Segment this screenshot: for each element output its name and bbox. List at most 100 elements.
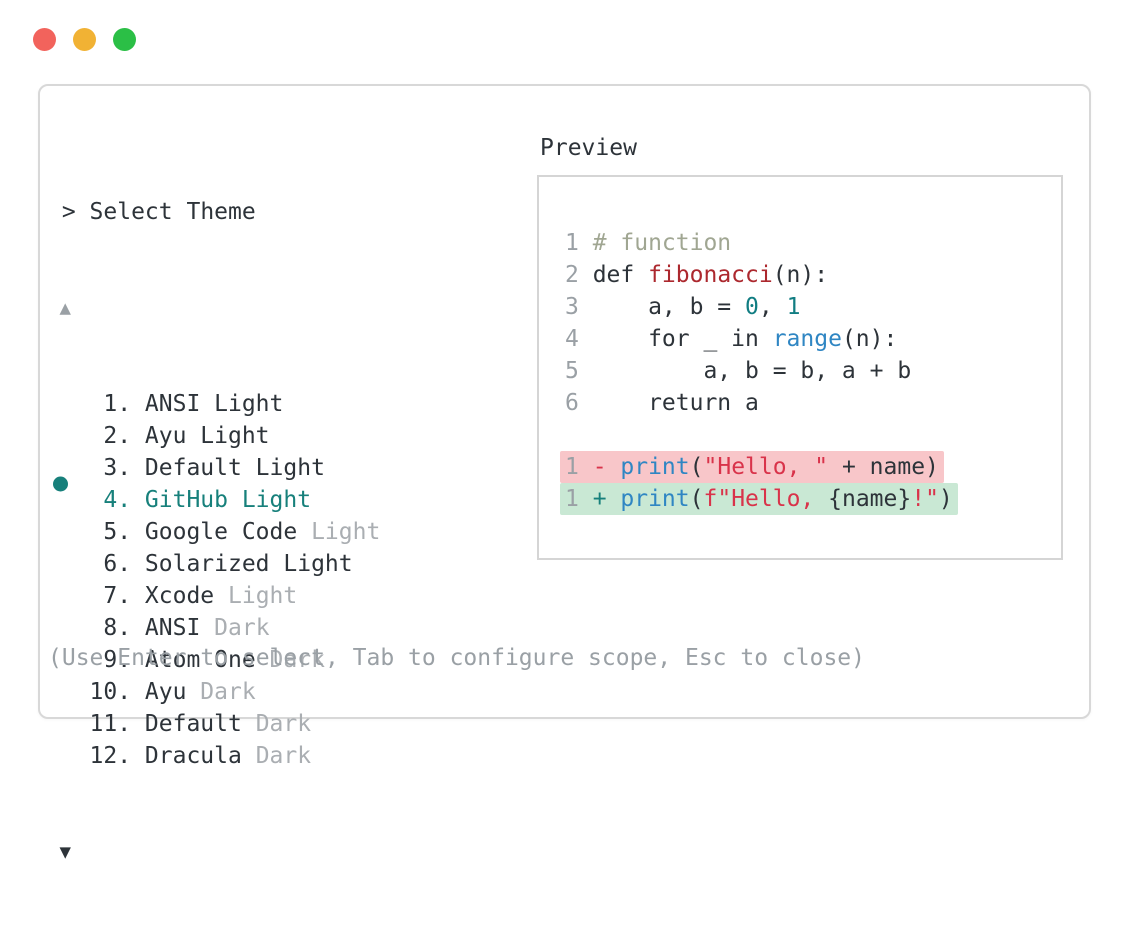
code-line: 1 # function (565, 227, 958, 259)
code-line: 4 for _ in range(n): (565, 323, 958, 355)
theme-list-item[interactable]: 6. Solarized Light (48, 548, 380, 580)
theme-list-item[interactable]: 1.ANSI Light (48, 388, 380, 420)
code-token: a, b = b, a + b (592, 358, 912, 384)
item-label: Google Code Light (145, 519, 380, 545)
item-label: Xcode Light (145, 583, 297, 609)
item-label-part: Atom One (144, 647, 270, 673)
code-line: 5 a, b = b, a + b (565, 355, 958, 387)
item-number: 4. (103, 487, 132, 513)
code-token: def (592, 262, 649, 288)
line-number: 1 (565, 454, 579, 480)
theme-list-item[interactable]: 5. Google Code Light (48, 516, 380, 548)
close-button[interactable] (33, 28, 56, 51)
code-token: + name) (828, 454, 939, 480)
code-token: (n): (772, 262, 829, 288)
code-token: , (758, 294, 787, 320)
diff-removed-line: 1- print("Hello, " + name) (560, 451, 958, 483)
item-label: GitHub Light (145, 487, 311, 513)
code-token: fibonacci (648, 262, 773, 288)
code-token: print (620, 454, 690, 480)
item-label-part: Solarized Light (144, 551, 353, 577)
code-token: !" (911, 486, 939, 512)
theme-list-item[interactable]: 10. Ayu Dark (48, 676, 380, 708)
item-label: Solarized Light (145, 551, 353, 577)
code-token: # function (592, 230, 732, 256)
item-label-part: Dark (200, 679, 256, 705)
code-token: "Hello, " (703, 454, 829, 480)
item-number: 9. (103, 647, 132, 673)
selection-dot-icon (53, 476, 68, 492)
item-label: Default Light (145, 455, 325, 481)
code-token: a, b = (592, 294, 746, 320)
item-label-part: GitHub Light (144, 487, 312, 513)
line-number: 1 (565, 230, 579, 256)
item-label-part: ANSI (144, 615, 215, 641)
item-label-part: Default (144, 711, 256, 737)
item-label: ANSI Light (145, 391, 283, 417)
line-number: 5 (565, 358, 579, 384)
item-number: 12. (89, 743, 132, 769)
code-token: + (592, 486, 621, 512)
item-number: 5. (103, 519, 132, 545)
line-number: 1 (565, 486, 579, 512)
minimize-button[interactable] (73, 28, 96, 51)
code-token: range (772, 326, 842, 352)
diff-added-line: 1+ print(f"Hello, {name}!") (560, 483, 958, 515)
item-label-part: Dark (214, 615, 270, 641)
code-token: for _ in (592, 326, 773, 352)
item-label-part: Dark (255, 711, 312, 737)
diff-line-highlight: 1+ print(f"Hello, {name}!") (560, 483, 958, 515)
item-label-part: Google Code (144, 519, 312, 545)
theme-list-item[interactable]: 9. Atom One Dark (48, 644, 380, 676)
zoom-button[interactable] (113, 28, 136, 51)
item-number: 8. (103, 615, 132, 641)
item-number: 10. (89, 679, 132, 705)
item-label: Ayu Light (145, 423, 270, 449)
item-label-part: Ayu Light (144, 423, 270, 449)
code-token: (n): (841, 326, 898, 352)
code-line: 3 a, b = 0, 1 (565, 291, 958, 323)
line-number: 6 (565, 390, 579, 416)
theme-list-item[interactable]: 7. Xcode Light (48, 580, 380, 612)
item-label-part: Dark (269, 647, 325, 673)
item-label-part: Ayu (144, 679, 201, 705)
line-number: 2 (565, 262, 579, 288)
code-token: 0 (745, 294, 759, 320)
item-label-part: Light (228, 583, 298, 609)
code-line: 2 def fibonacci(n): (565, 259, 958, 291)
code-token: return a (592, 390, 759, 416)
code-token: ) (938, 486, 953, 512)
item-label-part: Default Light (144, 455, 325, 481)
code-token: ( (689, 454, 704, 480)
theme-list-item[interactable]: 2. Ayu Light (48, 420, 380, 452)
theme-list-item[interactable]: 11.Default Dark (48, 708, 380, 740)
theme-picker-window: > Select Theme ▲ 1.ANSI Light 2. Ayu Light… (38, 84, 1091, 863)
code-token: print (620, 486, 690, 512)
blank-line (565, 419, 958, 451)
item-number: 7. (103, 583, 132, 609)
item-label-part: ANSI Light (144, 391, 284, 417)
theme-list-item[interactable]: 3.Default Light (48, 452, 380, 484)
code-token: 1 (786, 294, 801, 320)
item-label: Ayu Dark (145, 679, 256, 705)
line-number: 4 (565, 326, 579, 352)
item-label-part: Xcode (144, 583, 228, 609)
scroll-down-icon[interactable]: ▼ (59, 841, 71, 863)
diff-line-highlight: 1- print("Hello, " + name) (560, 451, 944, 483)
code-token: - (592, 454, 621, 480)
theme-list-item[interactable]: 12. Dracula Dark (48, 740, 380, 772)
item-label-part: Dark (255, 743, 312, 769)
scroll-up-icon[interactable]: ▲ (59, 297, 71, 319)
code-line: 6 return a (565, 387, 958, 419)
select-theme-prompt: > Select Theme (61, 199, 256, 225)
item-label: Dracula Dark (145, 743, 311, 769)
code-token: f"Hello, (703, 486, 829, 512)
item-number: 2. (103, 423, 132, 449)
theme-list-item[interactable]: 4. GitHub Light (48, 476, 380, 516)
item-label: Atom One Dark (145, 647, 325, 673)
item-number: 6. (103, 551, 132, 577)
theme-list-item[interactable]: 8. ANSI Dark (48, 612, 380, 644)
